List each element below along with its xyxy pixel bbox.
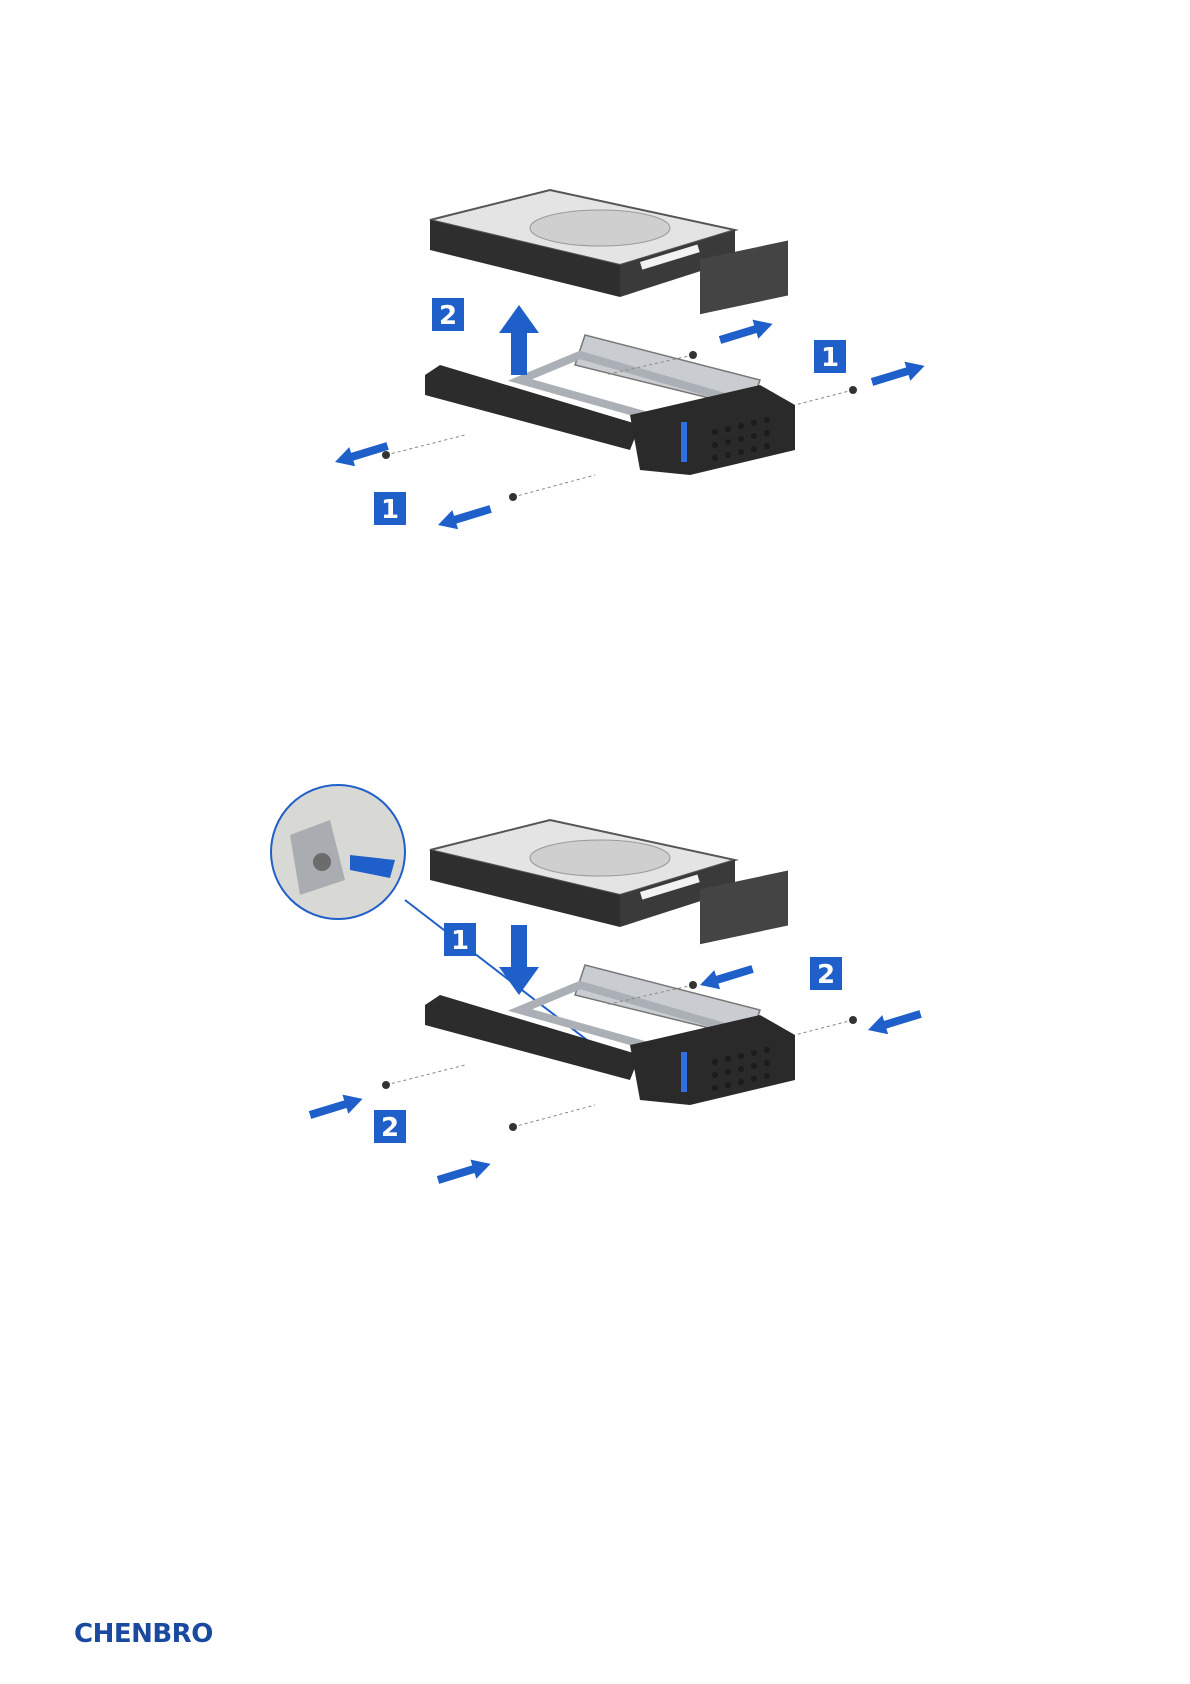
step-label-1: 1 bbox=[814, 340, 846, 373]
arrow-left-icon bbox=[435, 499, 493, 534]
screw-icon bbox=[509, 1123, 517, 1131]
arrow-right-icon bbox=[307, 1089, 365, 1124]
arrow-left-icon bbox=[697, 959, 755, 994]
chenbro-logo: CHENBRO bbox=[74, 1615, 214, 1649]
svg-text:1: 1 bbox=[381, 495, 399, 525]
step-label-2: 2 bbox=[374, 1110, 406, 1143]
step-label-1: 1 bbox=[444, 923, 476, 956]
hard-drive-image bbox=[430, 820, 735, 927]
svg-text:1: 1 bbox=[451, 926, 469, 956]
screw-icon bbox=[509, 493, 517, 501]
arrow-right-icon bbox=[435, 1154, 493, 1189]
step-label-2: 2 bbox=[810, 957, 842, 990]
figure-remove-drive: 2 1 1 bbox=[0, 150, 1190, 570]
screw-icon bbox=[849, 1016, 857, 1024]
hard-drive-image bbox=[430, 190, 735, 297]
screw-icon bbox=[382, 1081, 390, 1089]
svg-text:CHENBRO: CHENBRO bbox=[74, 1619, 213, 1649]
screw-icon bbox=[849, 386, 857, 394]
figure-install-drive: 1 2 2 bbox=[0, 780, 1190, 1200]
install-drive-illustration: 1 2 2 bbox=[0, 780, 1190, 1200]
screw-icon bbox=[382, 451, 390, 459]
arrow-right-icon bbox=[869, 356, 927, 391]
svg-text:2: 2 bbox=[439, 301, 457, 331]
svg-text:1: 1 bbox=[821, 343, 839, 373]
arrow-down-icon bbox=[499, 925, 539, 995]
arrow-left-icon bbox=[865, 1004, 923, 1039]
remove-drive-illustration: 2 1 1 bbox=[0, 150, 1190, 570]
arrow-up-icon bbox=[499, 305, 539, 375]
arrow-right-icon bbox=[717, 314, 775, 349]
step-label-2: 2 bbox=[432, 298, 464, 331]
arrow-left-icon bbox=[332, 436, 390, 471]
step-label-1: 1 bbox=[374, 492, 406, 525]
screw-icon bbox=[689, 351, 697, 359]
svg-text:2: 2 bbox=[817, 960, 835, 990]
screw-icon bbox=[689, 981, 697, 989]
svg-text:2: 2 bbox=[381, 1113, 399, 1143]
